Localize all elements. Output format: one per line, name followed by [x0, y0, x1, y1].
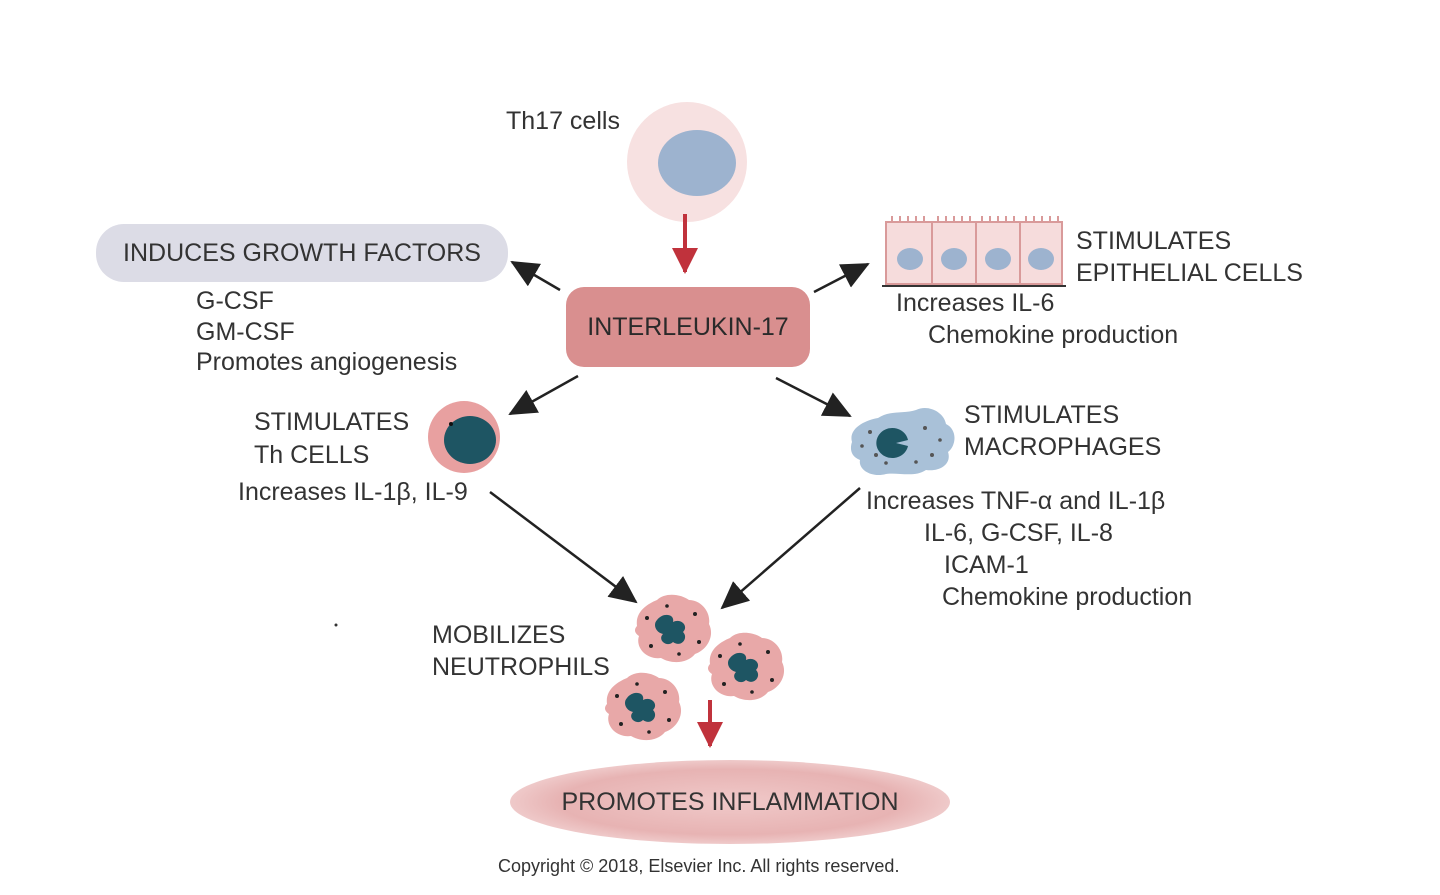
- macrophage-item: IL-6, G-CSF, IL-8: [924, 519, 1113, 547]
- macrophage-item: ICAM-1: [944, 551, 1029, 579]
- macrophage-item: Increases TNF-α and IL-1β: [866, 487, 1166, 515]
- epithelial-item: Increases IL-6: [896, 289, 1055, 317]
- th-cell-icon: [428, 401, 500, 473]
- thcells-title-line1: STIMULATES: [254, 408, 410, 436]
- growth-factors-pill: INDUCES GROWTH FACTORS: [96, 224, 508, 282]
- th17-label: Th17 cells: [506, 107, 620, 135]
- macrophages-title-line1: STIMULATES: [964, 401, 1120, 429]
- neutrophils-title-line2: NEUTROPHILS: [432, 653, 610, 681]
- epithelial-item: Chemokine production: [928, 321, 1179, 349]
- arrow-il17-to-thcells: [508, 374, 579, 416]
- arrow-il17-to-growth: [510, 260, 561, 292]
- interleukin-17-label: INTERLEUKIN-17: [587, 312, 789, 341]
- growth-factor-item: G-CSF: [196, 287, 274, 315]
- growth-factors-title: INDUCES GROWTH FACTORS: [123, 238, 481, 267]
- thcells-title-line2: Th CELLS: [254, 441, 370, 469]
- th17-cell-icon: [627, 102, 747, 222]
- interleukin-17-box: INTERLEUKIN-17: [566, 287, 810, 367]
- arrow-il17-to-macrophages: [775, 376, 852, 418]
- epithelial-title-line1: STIMULATES: [1076, 227, 1232, 255]
- inflammation-pill: PROMOTES INFLAMMATION: [510, 760, 950, 844]
- neutrophil-icon: [605, 594, 785, 741]
- macrophage-icon: [850, 407, 955, 476]
- epithelial-cells-icon: [882, 216, 1066, 287]
- arrow-thcells-to-neutrophils: [489, 491, 638, 604]
- growth-factor-item: Promotes angiogenesis: [196, 348, 458, 376]
- epithelial-title-line2: EPITHELIAL CELLS: [1076, 259, 1303, 287]
- arrow-macrophages-to-neutrophils: [720, 487, 861, 610]
- inflammation-label: PROMOTES INFLAMMATION: [561, 787, 899, 816]
- neutrophils-title-line1: MOBILIZES: [432, 621, 566, 649]
- thcells-detail: Increases IL-1β, IL-9: [238, 478, 468, 506]
- arrow-il17-to-epithelial: [813, 262, 870, 294]
- copyright-notice: Copyright © 2018, Elsevier Inc. All righ…: [498, 856, 900, 876]
- growth-factor-item: GM-CSF: [196, 318, 295, 346]
- macrophage-item: Chemokine production: [942, 583, 1193, 611]
- macrophages-title-line2: MACROPHAGES: [964, 433, 1162, 461]
